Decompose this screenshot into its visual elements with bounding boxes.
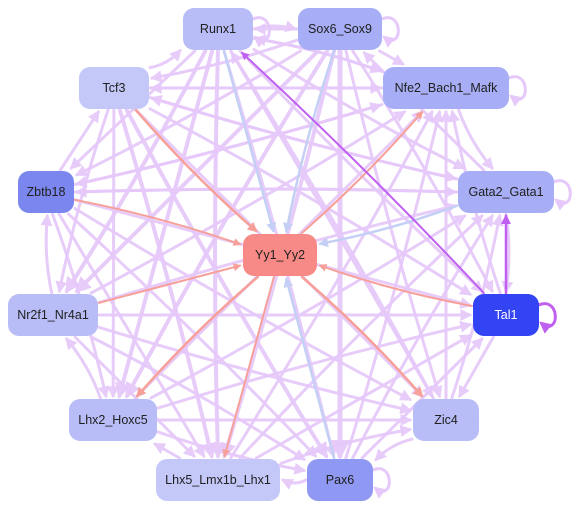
edge-lhx2_hoxc5-to-gata2_gata1 [149, 214, 467, 400]
edge-yy1_yy2-to-lhx5_lmx1b_lhx1 [222, 276, 275, 458]
edge-gata2_gata1-to-zbtb18 [74, 185, 459, 198]
edge-pax6-to-gata2_gata1 [351, 213, 494, 460]
edge-runx1-to-lhx5_lmx1b_lhx1 [209, 49, 226, 460]
node-nfe2_bach1_mafk[interactable]: Nfe2_Bach1_Mafk [383, 67, 509, 109]
node-box [156, 459, 280, 501]
self-loop-gata2_gata1 [549, 179, 572, 211]
edge-sox6_sox9-to-zbtb18 [74, 49, 302, 177]
node-label: Zbtb18 [27, 185, 66, 199]
node-label: Yy1_Yy2 [255, 248, 305, 262]
edge-lhx2_hoxc5-to-tal1 [156, 320, 473, 410]
node-label: Nfe2_Bach1_Mafk [395, 81, 499, 95]
node-box [413, 399, 479, 441]
node-sox6_sox9[interactable]: Sox6_Sox9 [298, 8, 382, 50]
edge-nr2f1_nr4a1-to-nfe2_bach1_mafk [89, 110, 407, 295]
edge-zbtb18-to-yy1_yy2 [74, 198, 242, 246]
node-box [69, 399, 157, 441]
edge-sox6_sox9-to-lhx2_hoxc5 [124, 49, 330, 399]
node-nr2f1_nr4a1[interactable]: Nr2f1_Nr4a1 [8, 294, 98, 336]
node-runx1[interactable]: Runx1 [183, 8, 253, 50]
edge-zic4-to-pax6 [374, 437, 414, 462]
self-loop-nfe2_bach1_mafk [504, 75, 527, 107]
self-loop-runx1 [248, 16, 271, 48]
edge-sox6_sox9-to-yy1_yy2 [283, 49, 336, 233]
node-label: Runx1 [200, 22, 236, 36]
node-label: Lhx5_Lmx1b_Lhx1 [165, 473, 271, 487]
edge-tcf3-to-nr2f1_nr4a1 [55, 108, 110, 294]
node-box [458, 171, 554, 213]
node-zbtb18[interactable]: Zbtb18 [18, 171, 74, 213]
edge-yy1_yy2-to-lhx2_hoxc5 [135, 275, 259, 398]
edge-zbtb18-to-pax6 [67, 212, 318, 458]
edge-yy1_yy2-to-zic4 [300, 275, 424, 398]
node-box [18, 171, 74, 213]
edge-zbtb18-to-lhx5_lmx1b_lhx1 [57, 212, 206, 459]
edge-nr2f1_nr4a1-to-yy1_yy2 [98, 263, 242, 304]
node-label: Tal1 [495, 308, 518, 322]
edge-pax6-to-nfe2_bach1_mafk [344, 109, 444, 460]
edge-nr2f1_nr4a1-to-zic4 [97, 325, 413, 415]
node-label: Zic4 [434, 413, 458, 427]
edge-nfe2_bach1_mafk-to-runx1 [253, 34, 384, 73]
node-tal1[interactable]: Tal1 [473, 294, 539, 336]
edge-sox6_sox9-to-zic4 [344, 49, 443, 399]
node-label: Pax6 [326, 473, 355, 487]
edge-lhx5_lmx1b_lhx1-to-lhx2_hoxc5 [152, 442, 181, 460]
edge-tcf3-to-yy1_yy2 [134, 108, 258, 233]
edge-pax6-to-lhx5_lmx1b_lhx1 [280, 478, 308, 490]
node-label: Lhx2_Hoxc5 [78, 413, 148, 427]
node-yy1_yy2[interactable]: Yy1_Yy2 [243, 234, 317, 276]
edge-gata2_gata1-to-tcf3 [149, 95, 459, 181]
node-label: Sox6_Sox9 [308, 22, 372, 36]
node-tcf3[interactable]: Tcf3 [79, 67, 149, 109]
edge-zbtb18-to-tcf3 [58, 109, 100, 172]
node-zic4[interactable]: Zic4 [413, 399, 479, 441]
node-box [473, 294, 539, 336]
edge-pax6-to-yy1_yy2 [283, 277, 336, 460]
edge-nfe2_bach1_mafk-to-gata2_gata1 [457, 108, 494, 170]
edge-gata2_gata1-to-yy1_yy2 [318, 204, 459, 248]
edge-sox6_sox9-to-nfe2_bach1_mafk [378, 49, 405, 66]
edge-runx1-to-zbtb18 [69, 49, 197, 170]
node-box [8, 294, 98, 336]
node-lhx5_lmx1b_lhx1[interactable]: Lhx5_Lmx1b_Lhx1 [156, 459, 280, 501]
edge-lhx5_lmx1b_lhx1-to-nfe2_bach1_mafk [229, 109, 434, 460]
edge-tal1-to-yy1_yy2 [318, 263, 473, 307]
node-pax6[interactable]: Pax6 [307, 459, 373, 501]
edge-runx1-to-yy1_yy2 [222, 49, 277, 233]
node-box [307, 459, 373, 501]
self-loop-layer [248, 16, 572, 499]
edge-zbtb18-to-zic4 [73, 207, 413, 401]
node-lhx2_hoxc5[interactable]: Lhx2_Hoxc5 [69, 399, 157, 441]
node-gata2_gata1[interactable]: Gata2_Gata1 [458, 171, 554, 213]
edge-nfe2_bach1_mafk-to-zbtb18 [74, 103, 384, 188]
edge-tcf3-to-lhx2_hoxc5 [107, 108, 120, 399]
edge-nr2f1_nr4a1-to-zbtb18 [40, 213, 54, 295]
edge-tal1-to-zic4 [458, 335, 495, 399]
edge-yy1_yy2-to-nfe2_bach1_mafk [300, 110, 424, 234]
edge-tcf3-to-pax6 [124, 108, 329, 459]
self-loop-sox6_sox9 [377, 16, 400, 48]
node-label: Nr2f1_Nr4a1 [17, 308, 89, 322]
node-box [183, 8, 253, 50]
self-loop-tal1 [534, 302, 557, 334]
edge-tcf3-to-runx1 [148, 48, 182, 70]
node-box [243, 234, 317, 276]
edge-layer [40, 20, 514, 490]
edge-lhx5_lmx1b_lhx1-to-gata2_gata1 [238, 214, 484, 460]
self-loop-pax6 [368, 467, 391, 499]
edge-tal1-to-runx1 [241, 51, 485, 294]
node-label: Gata2_Gata1 [468, 185, 543, 199]
node-label: Tcf3 [103, 81, 126, 95]
edge-zic4-to-runx1 [230, 50, 435, 400]
edge-pax6-to-tal1 [360, 337, 484, 460]
node-box [79, 67, 149, 109]
node-box [298, 8, 382, 50]
node-box [383, 67, 509, 109]
